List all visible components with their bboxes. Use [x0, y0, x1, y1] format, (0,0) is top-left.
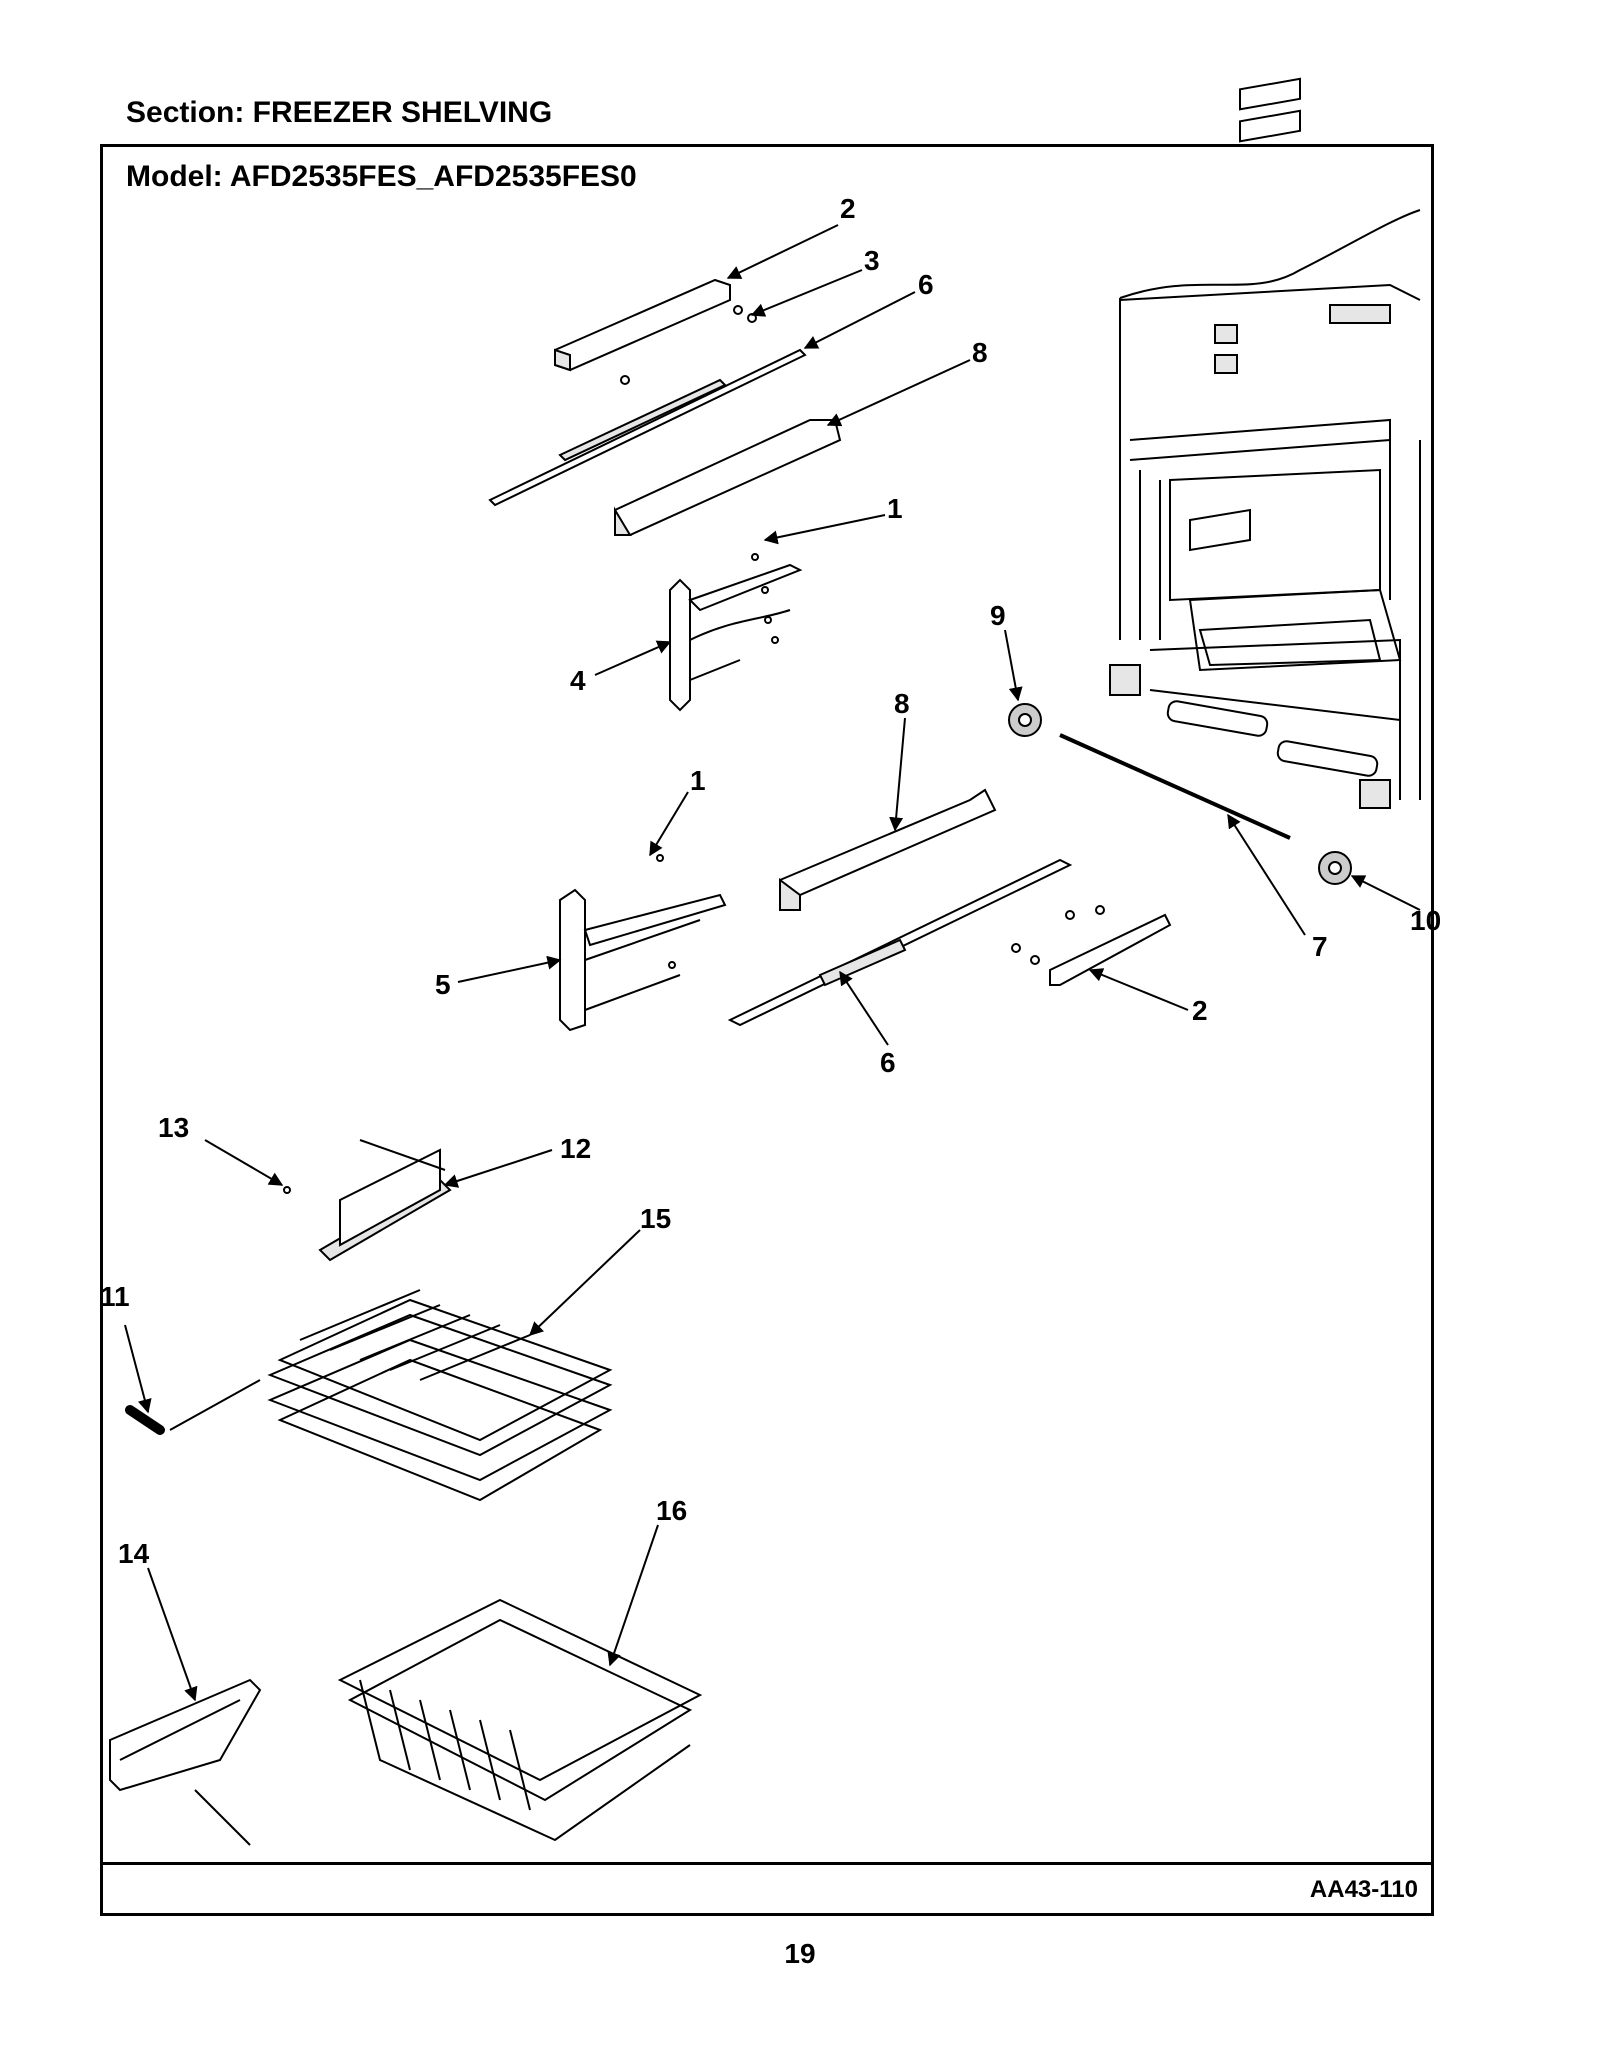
svg-text:7: 7 [1312, 931, 1328, 962]
diagram-frame [100, 144, 1434, 1916]
callout-1-mid: 1 [649, 765, 706, 857]
svg-text:8: 8 [894, 688, 910, 719]
callout-1-top: 1 [763, 493, 903, 545]
freezer-shelf-bracket-4 [669, 553, 803, 712]
basket-divider-12 [283, 1139, 452, 1262]
callout-7: 7 [1227, 813, 1328, 962]
svg-text:9: 9 [990, 600, 1006, 631]
callout-5: 5 [435, 955, 562, 1000]
svg-text:8: 8 [972, 337, 988, 368]
callout-11: 11 [100, 1281, 152, 1414]
svg-text:2: 2 [1192, 995, 1208, 1026]
svg-text:1: 1 [887, 493, 903, 524]
freezer-cabinet [1109, 77, 1421, 809]
lower-wire-basket-16 [194, 1598, 703, 1846]
svg-text:3: 3 [864, 245, 880, 276]
callout-16: 16 [607, 1495, 687, 1667]
upper-wire-basket-15 [125, 1289, 613, 1502]
callout-3: 3 [750, 245, 880, 317]
section-title: Section: FREEZER SHELVING [126, 96, 553, 129]
callout-6-top: 6 [803, 269, 934, 349]
callout-4: 4 [570, 640, 672, 696]
svg-text:4: 4 [570, 665, 586, 696]
svg-text:16: 16 [656, 1495, 687, 1526]
callout-2-top: 2 [726, 193, 856, 279]
callout-8-top: 8 [826, 337, 988, 427]
model-title: Model: AFD2535FES_AFD2535FES0 [126, 160, 637, 193]
svg-text:5: 5 [435, 969, 451, 1000]
middle-slide-assembly [727, 703, 1352, 1027]
top-slide-assembly [488, 278, 842, 537]
freezer-shelf-bracket-5 [559, 854, 727, 1032]
gear-10 [1318, 851, 1352, 885]
callout-12: 12 [443, 1133, 591, 1188]
callout-14: 14 [118, 1538, 198, 1702]
svg-text:12: 12 [560, 1133, 591, 1164]
callout-10: 10 [1350, 875, 1441, 936]
svg-text:6: 6 [880, 1047, 896, 1078]
svg-text:15: 15 [640, 1203, 671, 1234]
svg-text:1: 1 [690, 765, 706, 796]
svg-text:13: 13 [158, 1112, 189, 1143]
callout-8-mid: 8 [889, 688, 910, 832]
basket-handle-14 [109, 1678, 262, 1792]
gear-9 [1008, 703, 1042, 737]
callout-2-bottom: 2 [1088, 968, 1208, 1026]
svg-text:2: 2 [840, 193, 856, 224]
footer-divider [100, 1862, 1434, 1865]
callout-15: 15 [528, 1203, 671, 1336]
svg-text:10: 10 [1410, 905, 1441, 936]
figure-code: AA43-110 [1309, 1876, 1418, 1903]
svg-text:14: 14 [118, 1538, 150, 1569]
svg-text:11: 11 [100, 1281, 130, 1312]
callout-13: 13 [158, 1112, 284, 1186]
callout-6-bottom: 6 [839, 970, 896, 1078]
page-number: 19 [784, 1938, 816, 1969]
svg-text:6: 6 [918, 269, 934, 300]
callout-9: 9 [990, 600, 1023, 702]
